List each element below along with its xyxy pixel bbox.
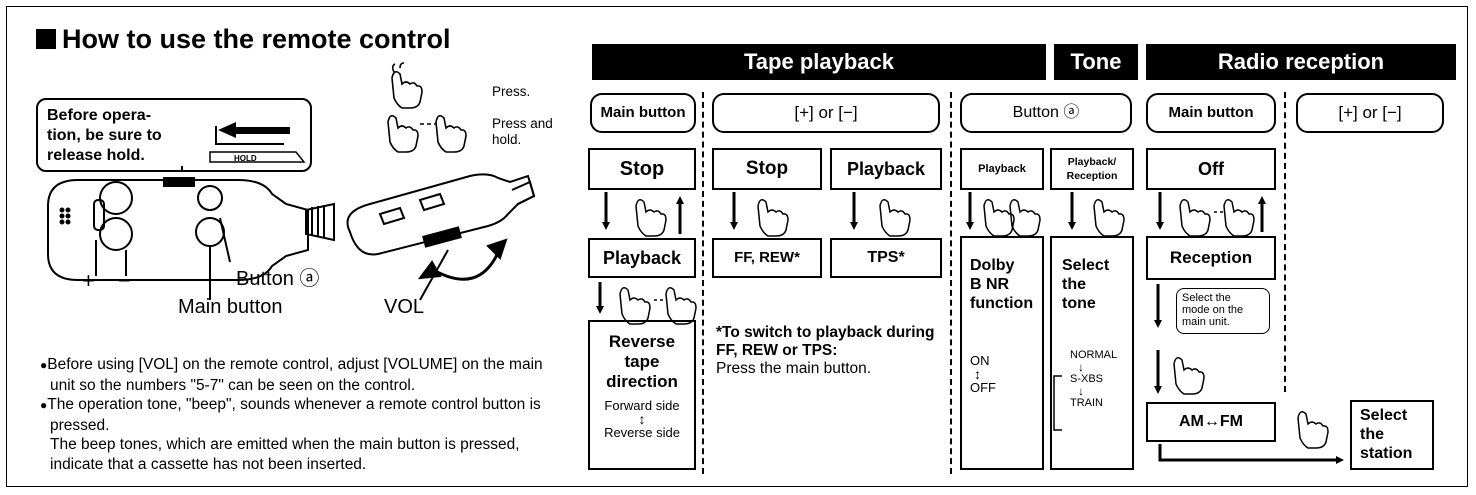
- header-tone: Tone: [1054, 44, 1138, 80]
- select-mode-callout: Select the mode on the main unit.: [1176, 288, 1270, 334]
- am-fm-box: AM↔FM: [1146, 402, 1276, 442]
- dolby-box: Dolby B NR function ON ↕ OFF: [960, 236, 1044, 470]
- reverse-side-text: Reverse side: [604, 425, 680, 440]
- legend-press-text: Press.: [492, 84, 531, 99]
- select-tone-text: Select the tone: [1062, 257, 1110, 312]
- tape-stop-box: Stop: [588, 148, 696, 190]
- radio-main-button: Main button: [1146, 93, 1276, 133]
- remote-control-side-illustration: [346, 173, 536, 301]
- header-tape-playback: Tape playback: [592, 44, 1046, 80]
- tone-train: TRAIN: [1070, 397, 1103, 409]
- forward-side-text: Forward side: [604, 398, 680, 413]
- hand-icons: [619, 199, 1329, 449]
- tape-stop2-box: Stop: [712, 148, 822, 190]
- remote-control-top-illustration: [47, 166, 335, 300]
- note-beep: ●The operation tone, "beep", sounds when…: [40, 396, 541, 434]
- tone-playback-box: Playback: [960, 148, 1044, 190]
- vol-label: VOL: [384, 296, 425, 318]
- dolby-off: OFF: [970, 380, 996, 395]
- button-a-label: Button ⓐ: [236, 268, 320, 290]
- divider-2: [950, 92, 952, 474]
- on-off-arrow-icon: ↕: [974, 366, 981, 382]
- hold-switch-icon: HOLD: [209, 122, 306, 163]
- tape-main-button: Main button: [590, 93, 696, 133]
- radio-plus-minus-button: [+] or [−]: [1296, 93, 1444, 133]
- footnote-bold: *To switch to playback during FF, REW or…: [716, 324, 935, 359]
- tone-normal: NORMAL: [1070, 349, 1118, 361]
- dolby-on: ON: [970, 353, 990, 368]
- tape-playback2-box: Playback: [830, 148, 942, 190]
- hold-label: HOLD: [234, 154, 257, 163]
- tone-cycle-bracket: [1053, 375, 1062, 431]
- tape-plus-minus-button: [+] or [−]: [712, 93, 940, 133]
- reverse-direction-box: Reverse tape direction Forward side ↕ Re…: [588, 320, 696, 470]
- tape-playback-box: Playback: [588, 238, 696, 278]
- note-beep-cassette: The beep tones, which are emitted when t…: [50, 436, 520, 473]
- arrow-amfm-to-station: [1158, 444, 1344, 464]
- tone-sxbs: S-XBS: [1070, 373, 1104, 385]
- main-button-label: Main button: [178, 296, 283, 318]
- tone-playback-reception-box: Playback/ Reception: [1050, 148, 1134, 190]
- ff-rew-box: FF, REW*: [712, 238, 822, 278]
- tps-box: TPS*: [830, 238, 942, 278]
- press-hand-icon: [391, 62, 423, 109]
- minus-label: −: [118, 268, 131, 293]
- notes-list: ●Before using [VOL] on the remote contro…: [40, 355, 566, 474]
- footnote: *To switch to playback during FF, REW or…: [716, 324, 942, 378]
- page-frame: [6, 6, 1468, 487]
- header-radio-reception: Radio reception: [1146, 44, 1456, 80]
- radio-off-box: Off: [1146, 148, 1276, 190]
- section-title: How to use the remote control: [36, 24, 451, 55]
- callout-text: Before opera- tion, be sure to release h…: [47, 107, 162, 164]
- title-square-icon: [36, 29, 56, 49]
- note-vol: ●Before using [VOL] on the remote contro…: [40, 356, 543, 394]
- divider-1: [702, 92, 704, 474]
- updown-arrow-icon: ↕: [638, 411, 646, 427]
- down-arrow-icon-1: ↓: [1078, 360, 1084, 374]
- title-text: How to use the remote control: [62, 24, 451, 54]
- dolby-text: Dolby B NR function: [970, 257, 1034, 312]
- reverse-text: Reverse tape direction: [606, 332, 678, 391]
- down-arrow-icon-2: ↓: [1078, 384, 1084, 398]
- radio-reception-box: Reception: [1146, 236, 1276, 280]
- footnote-text: Press the main button.: [716, 360, 872, 377]
- plus-label: +: [82, 268, 95, 293]
- hold-callout: Before opera- tion, be sure to release h…: [36, 98, 312, 172]
- legend-press-hold-text: Press and hold.: [492, 116, 553, 147]
- select-tone-box: Select the tone NORMAL ↓ S-XBS ↓ TRAIN: [1050, 236, 1134, 470]
- divider-3: [1284, 92, 1286, 392]
- select-station-box: Select the station: [1350, 400, 1434, 470]
- press-hold-hand-icon: [387, 114, 467, 153]
- tone-button-a: Button ⓐ: [960, 93, 1132, 133]
